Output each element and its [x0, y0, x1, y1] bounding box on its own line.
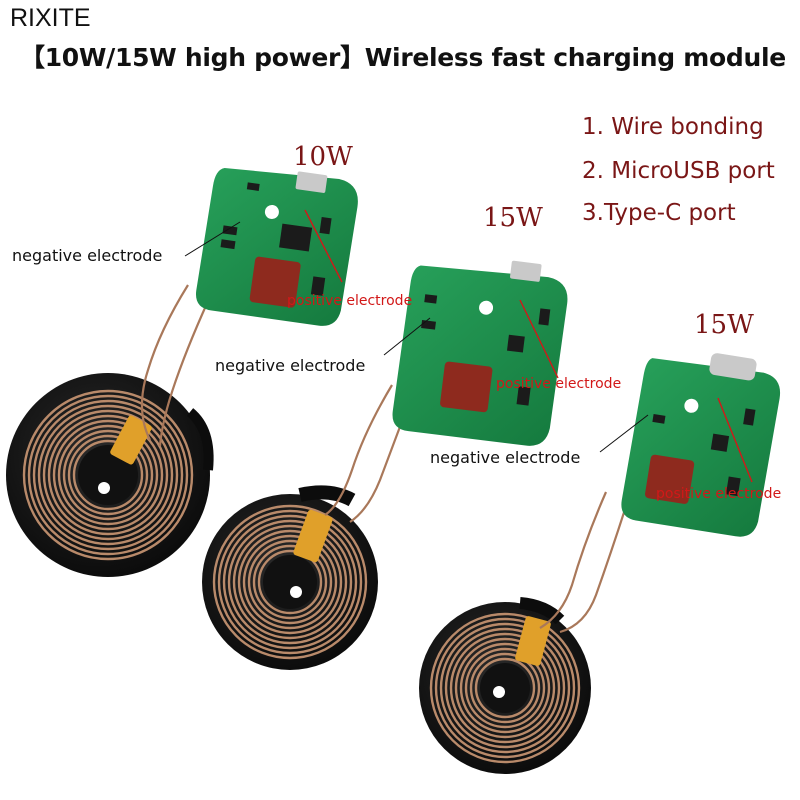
- microusb-port-10w: [295, 171, 328, 193]
- coil-leads-15w-typec: [539, 491, 630, 634]
- typec-port: [709, 353, 757, 381]
- capacitor-15w-micro: [440, 361, 493, 413]
- positive-electrode-label-15w-micro: positive electrode: [496, 376, 622, 392]
- positive-pointer-15w-typec: [717, 397, 753, 483]
- capacitor-15w-typec: [645, 454, 695, 504]
- brand-name: RIXITE: [10, 4, 91, 32]
- feature-microusb-port: 2. MicroUSB port: [582, 158, 775, 184]
- capacitor-10w: [249, 256, 301, 308]
- coil-leads-10w: [140, 284, 215, 447]
- feature-typec-port: 3.Type-C port: [582, 200, 736, 226]
- negative-pointer-15w-typec: [599, 414, 649, 453]
- positive-electrode-label-15w-typec: positive electrode: [656, 486, 782, 502]
- microusb-port-15w: [510, 260, 542, 282]
- positive-pointer-15w-micro: [519, 299, 559, 379]
- coil-15w-micro: [202, 485, 378, 670]
- feature-wire-bonding: 1. Wire bonding: [582, 114, 764, 140]
- pcb-15w-typec: [621, 353, 781, 537]
- coil-15w-typec: [419, 597, 591, 774]
- page-title: 【10W/15W high power】Wireless fast chargi…: [20, 43, 786, 72]
- power-label-15w-micro: 15W: [483, 203, 543, 233]
- negative-pointer-10w: [184, 221, 241, 257]
- negative-electrode-label-15w-typec: negative electrode: [430, 448, 581, 467]
- negative-electrode-label-10w: negative electrode: [12, 246, 163, 265]
- power-label-10w: 10W: [293, 142, 353, 172]
- pcb-10w: [195, 167, 358, 326]
- coil-10w: [6, 373, 214, 577]
- positive-pointer-10w: [304, 209, 343, 283]
- pcb-15w-micro: [392, 260, 568, 446]
- power-label-15w-typec: 15W: [694, 310, 754, 340]
- positive-electrode-label-10w: positive electrode: [287, 293, 413, 309]
- negative-electrode-label-15w-micro: negative electrode: [215, 356, 366, 375]
- negative-pointer-15w-micro: [383, 317, 431, 356]
